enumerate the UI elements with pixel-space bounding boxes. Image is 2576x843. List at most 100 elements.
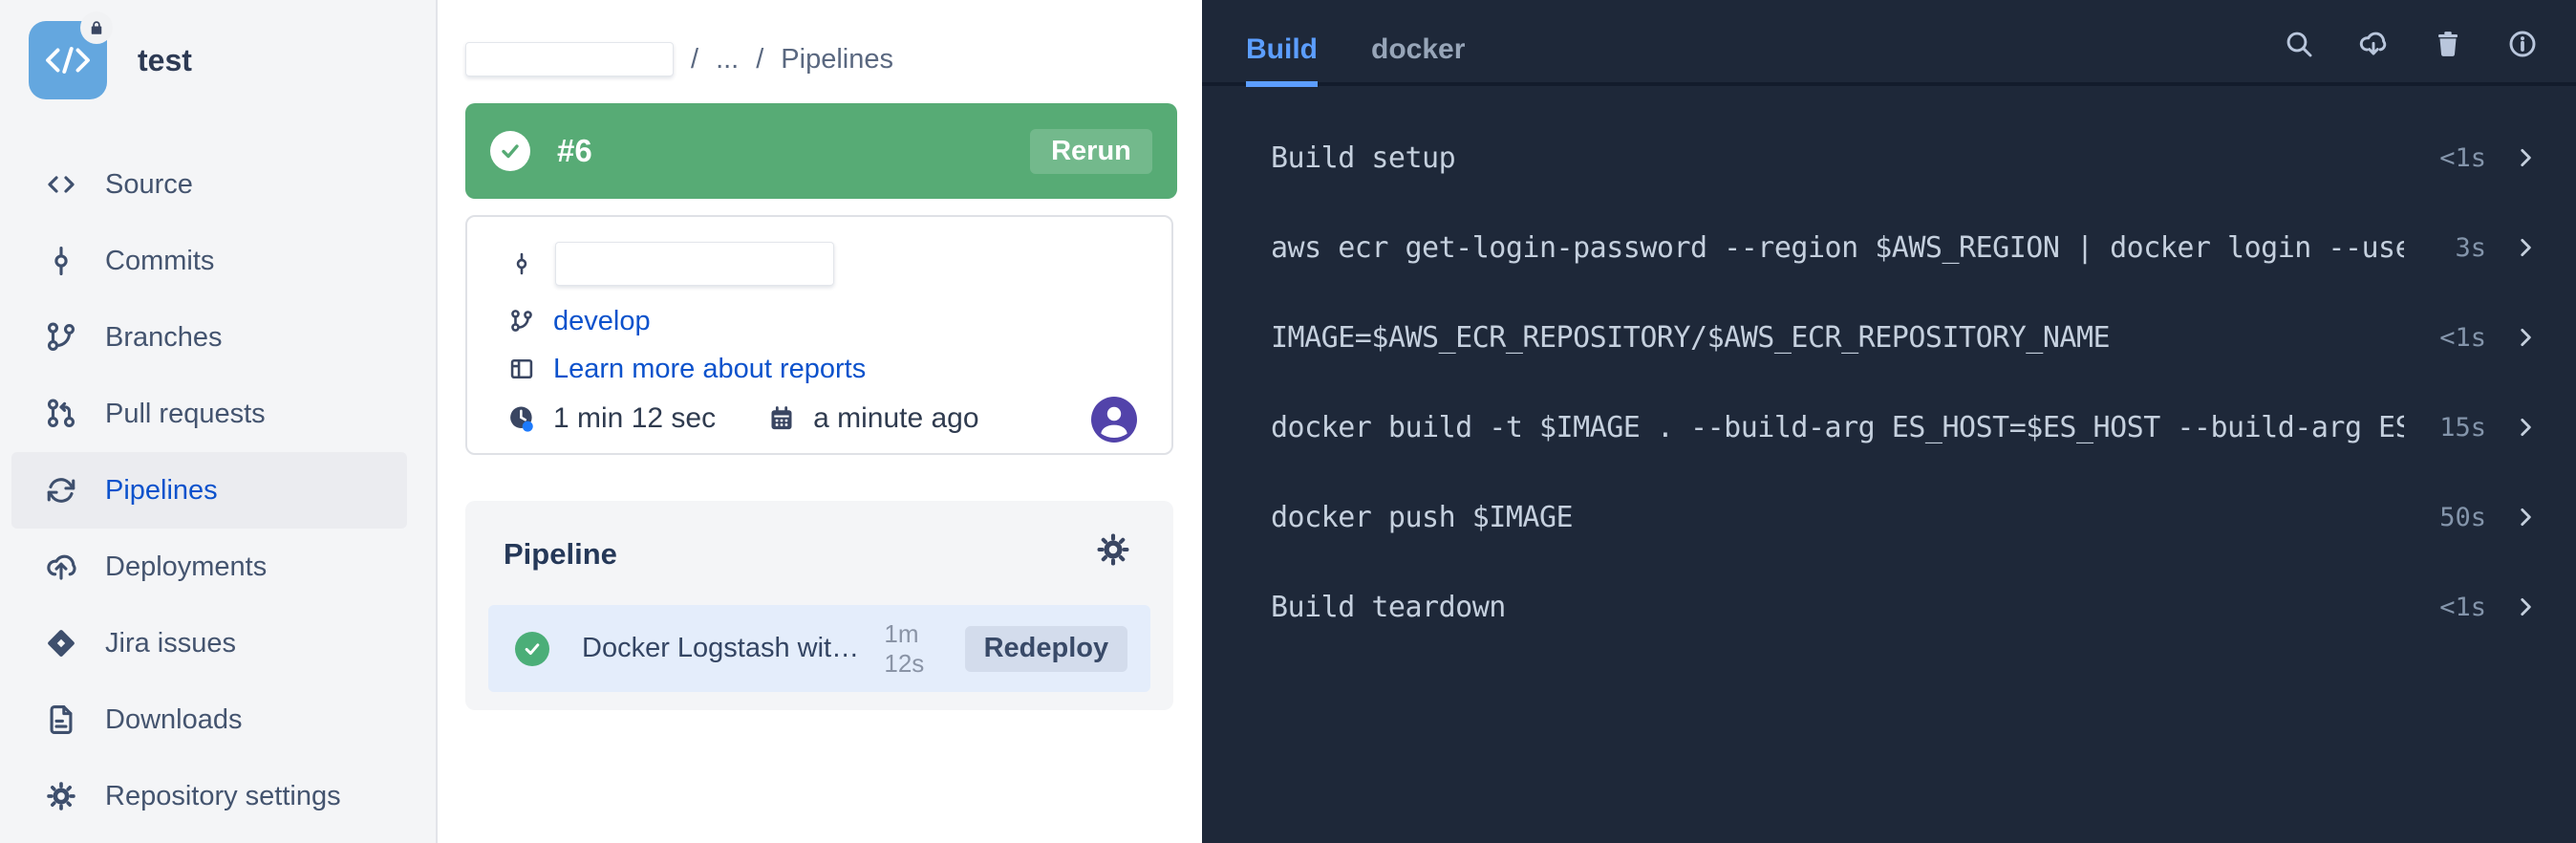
step-command: aws ecr get-login-password --region $AWS…: [1271, 230, 2404, 265]
repo-title: test: [138, 42, 192, 77]
step-command: IMAGE=$AWS_ECR_REPOSITORY/$AWS_ECR_REPOS…: [1271, 320, 2111, 355]
chevron-right-icon: [2513, 415, 2538, 440]
branch-icon: [505, 305, 538, 337]
breadcrumb-current: Pipelines: [781, 43, 893, 75]
build-time-ago: a minute ago: [813, 402, 979, 434]
log-tabs: Build docker: [1246, 33, 1465, 87]
source-icon: [44, 167, 78, 202]
jira-icon: [44, 626, 78, 660]
commit-info-card: develop Learn more about reports 1 min 1…: [465, 215, 1173, 455]
chevron-right-icon: [2513, 505, 2538, 530]
log-toolbar: [2284, 29, 2538, 82]
repo-avatar: [29, 11, 113, 99]
duration-clock-icon: [505, 402, 538, 435]
calendar-icon: [765, 402, 798, 435]
pipelines-icon: [44, 473, 78, 508]
step-duration: 50s: [2439, 502, 2486, 532]
sidebar-item-pipelines[interactable]: Pipelines: [11, 452, 407, 529]
sidebar: test Source Commits Branches: [0, 0, 438, 843]
step-command: Build setup: [1271, 140, 1456, 175]
deployments-icon: [44, 550, 78, 584]
build-duration: 1 min 12 sec: [553, 402, 717, 434]
downloads-icon: [44, 702, 78, 737]
user-avatar[interactable]: [1091, 397, 1137, 443]
step-success-check-icon: [515, 631, 549, 666]
log-step-row[interactable]: docker build -t $IMAGE . --build-arg ES_…: [1202, 382, 2576, 472]
sidebar-item-label: Deployments: [105, 551, 268, 582]
success-check-icon: [490, 131, 530, 171]
step-duration: <1s: [2439, 592, 2486, 622]
sidebar-item-label: Commits: [105, 245, 215, 276]
repo-header[interactable]: test: [29, 11, 192, 99]
settings-icon: [44, 779, 78, 813]
pipeline-steps-card: Pipeline Docker Logstash with... 1m 12s …: [465, 501, 1173, 710]
code-icon: [46, 47, 90, 74]
tab-docker[interactable]: docker: [1371, 33, 1466, 65]
step-duration: <1s: [2439, 322, 2486, 353]
build-log-panel: Build docker Build setup: [1202, 0, 2576, 843]
sidebar-item-pull-requests[interactable]: Pull requests: [11, 376, 407, 452]
meta-row: 1 min 12 sec a minute ago: [505, 402, 979, 435]
step-command: docker push $IMAGE: [1271, 500, 1574, 534]
sidebar-item-label: Pull requests: [105, 398, 266, 429]
learn-more-reports-link[interactable]: Learn more about reports: [553, 353, 867, 384]
sidebar-item-label: Branches: [105, 321, 223, 353]
step-duration: 1m 12s: [884, 618, 925, 678]
sidebar-item-branches[interactable]: Branches: [11, 299, 407, 376]
log-step-row[interactable]: Build teardown <1s: [1202, 562, 2576, 652]
pipeline-step-row[interactable]: Docker Logstash with... 1m 12s Redeploy: [488, 605, 1150, 692]
step-command: Build teardown: [1271, 590, 1506, 624]
pipeline-summary-panel: / ... / Pipelines #6 Rerun de: [438, 0, 1202, 843]
step-command: docker build -t $IMAGE . --build-arg ES_…: [1271, 410, 2404, 444]
log-step-row[interactable]: aws ecr get-login-password --region $AWS…: [1202, 203, 2576, 292]
chevron-right-icon: [2513, 325, 2538, 350]
chevron-right-icon: [2513, 145, 2538, 170]
breadcrumb-separator: /: [691, 43, 699, 75]
sidebar-item-jira-issues[interactable]: Jira issues: [11, 605, 407, 681]
sidebar-nav: Source Commits Branches Pull requests: [0, 146, 436, 834]
log-step-row[interactable]: IMAGE=$AWS_ECR_REPOSITORY/$AWS_ECR_REPOS…: [1202, 292, 2576, 382]
sidebar-item-label: Downloads: [105, 703, 243, 735]
branch-link[interactable]: develop: [553, 305, 651, 336]
sidebar-item-commits[interactable]: Commits: [11, 223, 407, 299]
log-step-row[interactable]: Build setup <1s: [1202, 113, 2576, 203]
chevron-right-icon: [2513, 594, 2538, 619]
sidebar-item-label: Pipelines: [105, 474, 218, 506]
cloud-download-icon[interactable]: [2358, 29, 2389, 59]
commit-icon: [505, 248, 538, 280]
log-step-list: Build setup <1s aws ecr get-login-passwo…: [1202, 86, 2576, 652]
pull-requests-icon: [44, 397, 78, 431]
breadcrumb: / ... / Pipelines: [465, 42, 893, 76]
pipeline-settings-gear-icon[interactable]: [1095, 531, 1131, 568]
reports-icon: [505, 353, 538, 385]
sidebar-item-label: Repository settings: [105, 780, 341, 811]
step-name: Docker Logstash with...: [582, 633, 868, 663]
log-step-row[interactable]: docker push $IMAGE 50s: [1202, 472, 2576, 562]
rerun-button[interactable]: Rerun: [1030, 128, 1152, 174]
tab-build[interactable]: Build: [1246, 33, 1318, 87]
sidebar-item-deployments[interactable]: Deployments: [11, 529, 407, 605]
commit-message-redacted[interactable]: [555, 242, 834, 286]
commits-icon: [44, 244, 78, 278]
info-icon[interactable]: [2507, 29, 2538, 59]
sidebar-item-repository-settings[interactable]: Repository settings: [11, 758, 407, 834]
build-status-banner: #6 Rerun: [465, 103, 1177, 199]
sidebar-item-label: Source: [105, 168, 193, 200]
sidebar-item-downloads[interactable]: Downloads: [11, 681, 407, 758]
build-number: #6: [557, 133, 592, 168]
sidebar-item-source[interactable]: Source: [11, 146, 407, 223]
breadcrumb-repo-redacted[interactable]: [465, 42, 674, 76]
branches-icon: [44, 320, 78, 355]
step-duration: 3s: [2455, 232, 2486, 263]
pipeline-section-title: Pipeline: [504, 537, 617, 571]
commit-row: [505, 242, 834, 286]
step-duration: <1s: [2439, 142, 2486, 173]
redeploy-button[interactable]: Redeploy: [964, 625, 1127, 672]
search-icon[interactable]: [2284, 29, 2314, 59]
step-duration: 15s: [2439, 412, 2486, 443]
breadcrumb-separator: /: [756, 43, 764, 75]
branch-row: develop: [505, 305, 651, 337]
trash-icon[interactable]: [2433, 29, 2463, 59]
breadcrumb-ellipsis[interactable]: ...: [716, 43, 740, 75]
